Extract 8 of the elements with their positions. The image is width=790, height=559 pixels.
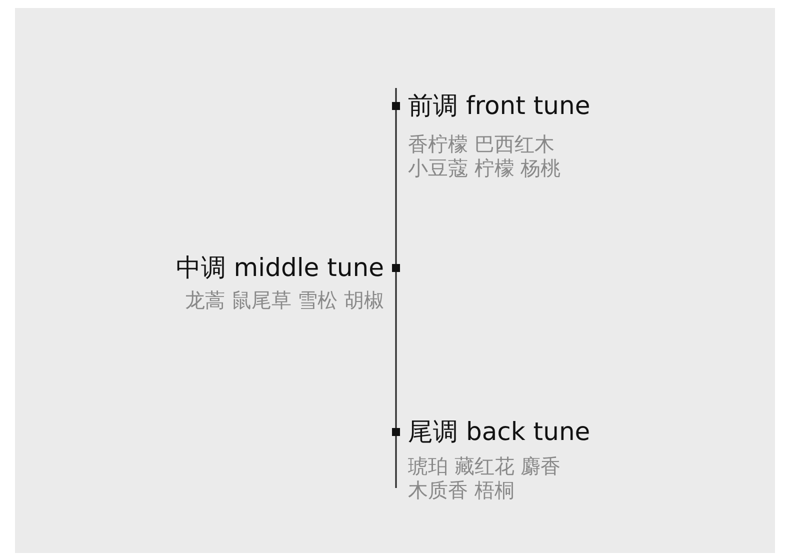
ingredient-list: 香柠檬 巴西红木 (408, 134, 554, 154)
ingredient-list: 小豆蔻 柠檬 杨桃 (408, 158, 561, 178)
stage-heading: 前调 front tune (408, 93, 590, 118)
ingredient-list: 木质香 梧桐 (408, 480, 514, 500)
ingredient-list: 琥珀 藏红花 麝香 (408, 456, 561, 476)
stage-heading: 尾调 back tune (408, 419, 590, 444)
stage-heading: 中调 middle tune (176, 255, 384, 280)
ingredient-list: 龙蒿 鼠尾草 雪松 胡椒 (184, 290, 384, 310)
